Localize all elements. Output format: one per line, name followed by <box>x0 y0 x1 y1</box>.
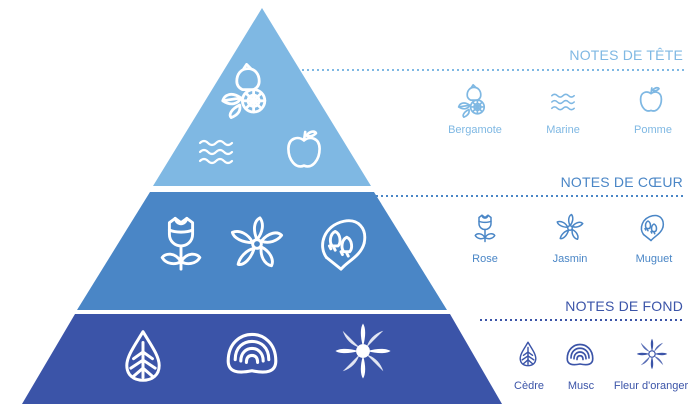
orange-blossom-icon <box>334 322 392 380</box>
legend-jasmine-icon <box>556 213 584 240</box>
legend-rose-icon <box>474 214 496 243</box>
note-name-marine: Marine <box>546 124 580 136</box>
legend-blossom-icon <box>636 338 668 370</box>
note-name-bergamote: Bergamote <box>448 124 502 136</box>
note-name-cedre: Cèdre <box>514 380 544 392</box>
legend-lily-icon <box>640 214 665 242</box>
tier-title-top: NOTES DE TÊTE <box>569 47 683 63</box>
note-name-muguet: Muguet <box>635 253 673 265</box>
note-name-fleur-doranger: Fleur d'oranger <box>613 380 689 392</box>
legend-musk-icon <box>566 343 594 366</box>
legend-apple-icon <box>639 86 663 112</box>
legend-cedar-icon <box>519 341 537 367</box>
pyramid-top-tier <box>153 8 371 186</box>
note-name-pomme: Pomme <box>634 124 672 136</box>
note-name-musc: Musc <box>567 380 595 392</box>
tier-title-base: NOTES DE FOND <box>565 298 683 314</box>
tier-title-middle: NOTES DE CŒUR <box>560 174 683 190</box>
note-name-rose: Rose <box>472 253 498 265</box>
note-name-jasmin: Jasmin <box>552 253 588 265</box>
legend-waves-icon <box>551 93 575 111</box>
legend-bergamot-icon <box>457 84 486 118</box>
